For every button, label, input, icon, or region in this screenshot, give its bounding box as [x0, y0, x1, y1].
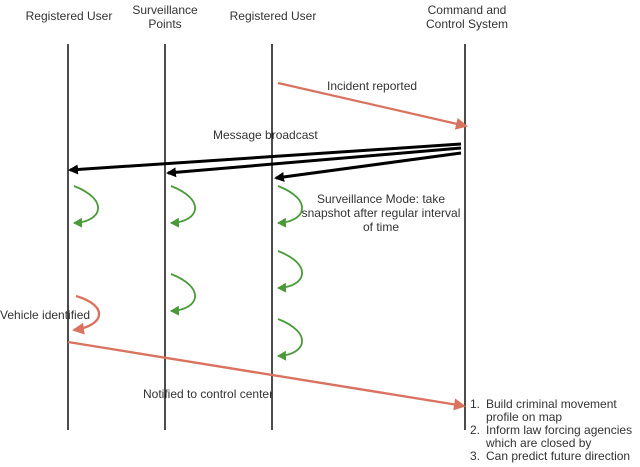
participant-command-control: Command and Control System — [425, 3, 509, 31]
self-loop-surveillance-points-1 — [170, 185, 196, 228]
self-loop-registered-user-2-3 — [277, 318, 303, 361]
label-notified-control-center: Notified to control center — [143, 387, 274, 401]
label-surveillance-mode: Surveillance Mode: take snapshot after r… — [301, 192, 461, 234]
label-incident-reported: Incident reported — [327, 79, 418, 93]
arrow-incident-reported — [277, 81, 468, 130]
outcome-item: 1.Build criminal movement profile on map — [470, 397, 617, 424]
self-loop-vehicle-identified — [72, 294, 101, 335]
participant-registered-user-1: Registered User — [25, 9, 113, 23]
arrow-broadcast-registered-user-2 — [274, 151, 462, 182]
outcomes-list: 1.Build criminal movement profile on map… — [470, 398, 638, 463]
self-loop-registered-user-2-2 — [277, 250, 303, 293]
label-message-broadcast: Message broadcast — [213, 128, 318, 142]
outcome-item: 2.Inform law forcing agencies which are … — [470, 423, 633, 450]
arrow-broadcast-registered-user-1 — [68, 142, 462, 175]
outcome-item: 3.Can predict future direction — [470, 449, 631, 463]
arrow-notified-control-center — [67, 340, 466, 411]
self-loop-surveillance-points-2 — [170, 273, 196, 316]
self-loop-registered-user-2-1 — [277, 185, 303, 228]
label-vehicle-identified: Vehicle identified — [0, 308, 91, 322]
participant-registered-user-2: Registered User — [229, 9, 317, 23]
self-loop-registered-user-1 — [73, 185, 99, 228]
participant-surveillance-points: Surveillance Points — [132, 3, 198, 31]
arrow-broadcast-surveillance-points — [166, 146, 462, 178]
